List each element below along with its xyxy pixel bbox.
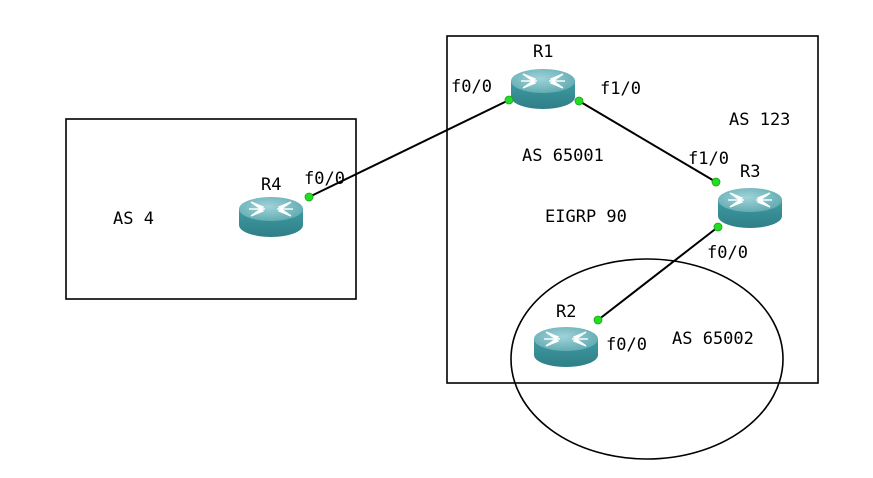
link-r3-r2[interactable] [597, 226, 719, 321]
router-label-r1: R1 [533, 42, 553, 62]
port-label-r3-f10: f1/0 [688, 149, 729, 169]
port-dot-r1-f00[interactable] [504, 95, 514, 105]
region-label-eigrp: EIGRP 90 [545, 207, 627, 227]
as65002-region-ellipse [510, 258, 784, 460]
port-dot-r2-f00[interactable] [593, 315, 603, 325]
router-r4[interactable] [238, 196, 304, 238]
port-dot-r4-f00[interactable] [304, 192, 314, 202]
region-label-as4: AS 4 [113, 209, 154, 229]
region-label-as65002: AS 65002 [672, 329, 754, 349]
router-icon [717, 187, 783, 229]
router-label-r4: R4 [261, 175, 281, 195]
link-r4-r1[interactable] [308, 99, 510, 198]
port-label-r1-f10: f1/0 [600, 79, 641, 99]
port-label-r1-f00: f0/0 [451, 77, 492, 97]
port-label-r2-f00: f0/0 [606, 335, 647, 355]
router-r2[interactable] [533, 326, 599, 368]
router-label-r2: R2 [556, 302, 576, 322]
port-dot-r3-f10[interactable] [711, 177, 721, 187]
region-label-as123: AS 123 [729, 110, 790, 130]
router-r1[interactable] [510, 68, 576, 110]
router-icon [238, 196, 304, 238]
router-icon [510, 68, 576, 110]
port-label-r4-f00: f0/0 [304, 169, 345, 189]
port-label-r3-f00: f0/0 [707, 243, 748, 263]
router-r3[interactable] [717, 187, 783, 229]
port-dot-r1-f10[interactable] [574, 96, 584, 106]
as123-region-box [446, 35, 819, 384]
router-label-r3: R3 [740, 162, 760, 182]
as4-region-box [65, 118, 357, 300]
router-icon [533, 326, 599, 368]
link-r1-r3[interactable] [578, 100, 717, 183]
region-label-as65001: AS 65001 [522, 146, 604, 166]
port-dot-r3-f00[interactable] [713, 222, 723, 232]
